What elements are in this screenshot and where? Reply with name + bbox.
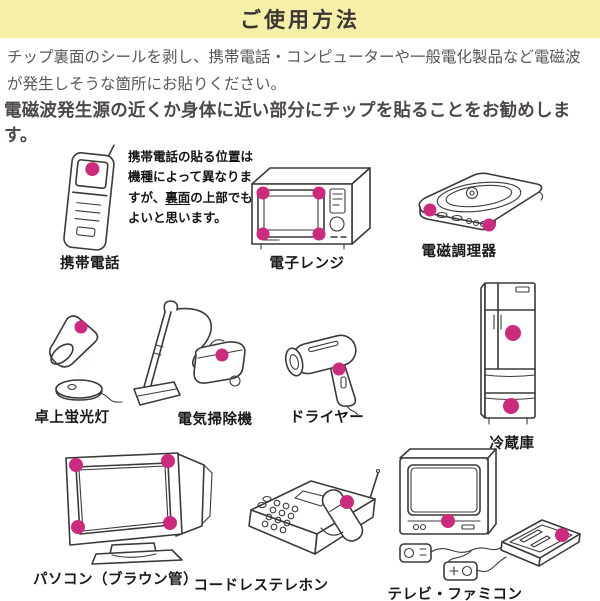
crt-pc-illustration: [52, 446, 220, 571]
chip-placement-dot: [256, 186, 270, 200]
page-title: ご使用方法: [240, 9, 360, 32]
chip-placement-dot: [340, 495, 354, 509]
cordless-phone-icon: [248, 468, 381, 555]
tv-famicom-icon: [399, 448, 581, 581]
chip-placement-dot: [503, 398, 519, 414]
label-cordless-phone: コードレステレホン: [193, 578, 329, 594]
chip-placement-dot: [161, 454, 175, 468]
chip-placement-dot: [69, 458, 83, 472]
chip-placement-dot: [312, 227, 326, 241]
label-microwave: 電子レンジ: [269, 256, 345, 272]
label-induction-cooker: 電磁調理器: [421, 244, 497, 260]
intro-text: チップ裏面のシールを剥し、携帯電話・コンピューターや一般電化製品など電磁波が発生…: [7, 49, 581, 94]
note-text-1: 携帯電話の貼る位置は機種によって異なりますが、: [128, 150, 254, 205]
tv-famicom-illustration: [392, 444, 590, 591]
vacuum-cleaner-illustration: [132, 297, 258, 420]
chip-placement-dot: [423, 203, 437, 217]
hair-dryer-illustration: [280, 313, 384, 420]
hair-dryer-icon: [284, 334, 359, 417]
chip-placement-dot: [441, 514, 455, 528]
desk-lamp-illustration: [34, 310, 126, 411]
phone-placement-note: 携帯電話の貼る位置は機種によって異なりますが、裏面の上部でもよいと思います。: [128, 147, 262, 228]
refrigerator-icon: [480, 282, 536, 425]
note-text-underlined: 裏面: [165, 190, 191, 205]
chip-placement-dot: [312, 186, 326, 200]
chip-placement-dot: [74, 320, 88, 334]
vacuum-cleaner-icon: [133, 300, 246, 406]
chip-placement-dot: [482, 218, 496, 232]
chip-placement-dot: [256, 227, 270, 241]
induction-cooker-illustration: [412, 163, 552, 246]
desk-lamp-icon: [48, 315, 123, 403]
chip-placement-dot: [332, 362, 346, 376]
chip-placement-dot: [215, 348, 229, 362]
crt-pc-icon: [65, 452, 213, 565]
label-mobile-phone: 携帯電話: [60, 256, 120, 272]
microwave-icon: [251, 167, 371, 250]
mobile-phone-illustration: [52, 141, 130, 258]
label-refrigerator: 冷蔵庫: [489, 436, 535, 452]
label-desk-lamp: 卓上蛍光灯: [34, 410, 110, 426]
recommendation-text: 電磁波発生源の近くか身体に近い部分にチップを貼ることをお勧めします。: [4, 100, 571, 145]
chip-placement-dot: [71, 520, 85, 534]
note-text-2: の上部でもよいと思います。: [128, 190, 253, 225]
chip-placement-dot: [163, 516, 177, 530]
induction-cooker-icon: [418, 172, 544, 232]
section-header: ご使用方法: [0, 0, 600, 38]
refrigerator-illustration: [476, 279, 542, 434]
label-crt-pc: パソコン（ブラウン管）: [33, 572, 198, 588]
microwave-illustration: [249, 160, 377, 259]
mobile-phone-icon: [63, 144, 115, 251]
cordless-phone-illustration: [237, 466, 391, 577]
chip-placement-dot: [85, 162, 100, 177]
label-tv-famicom: テレビ・ファミコン: [387, 587, 523, 601]
chip-placement-dot: [505, 325, 521, 341]
label-hair-dryer: ドライヤー: [289, 410, 365, 426]
chip-placement-dot: [555, 528, 569, 542]
label-vacuum-cleaner: 電気掃除機: [177, 412, 253, 428]
